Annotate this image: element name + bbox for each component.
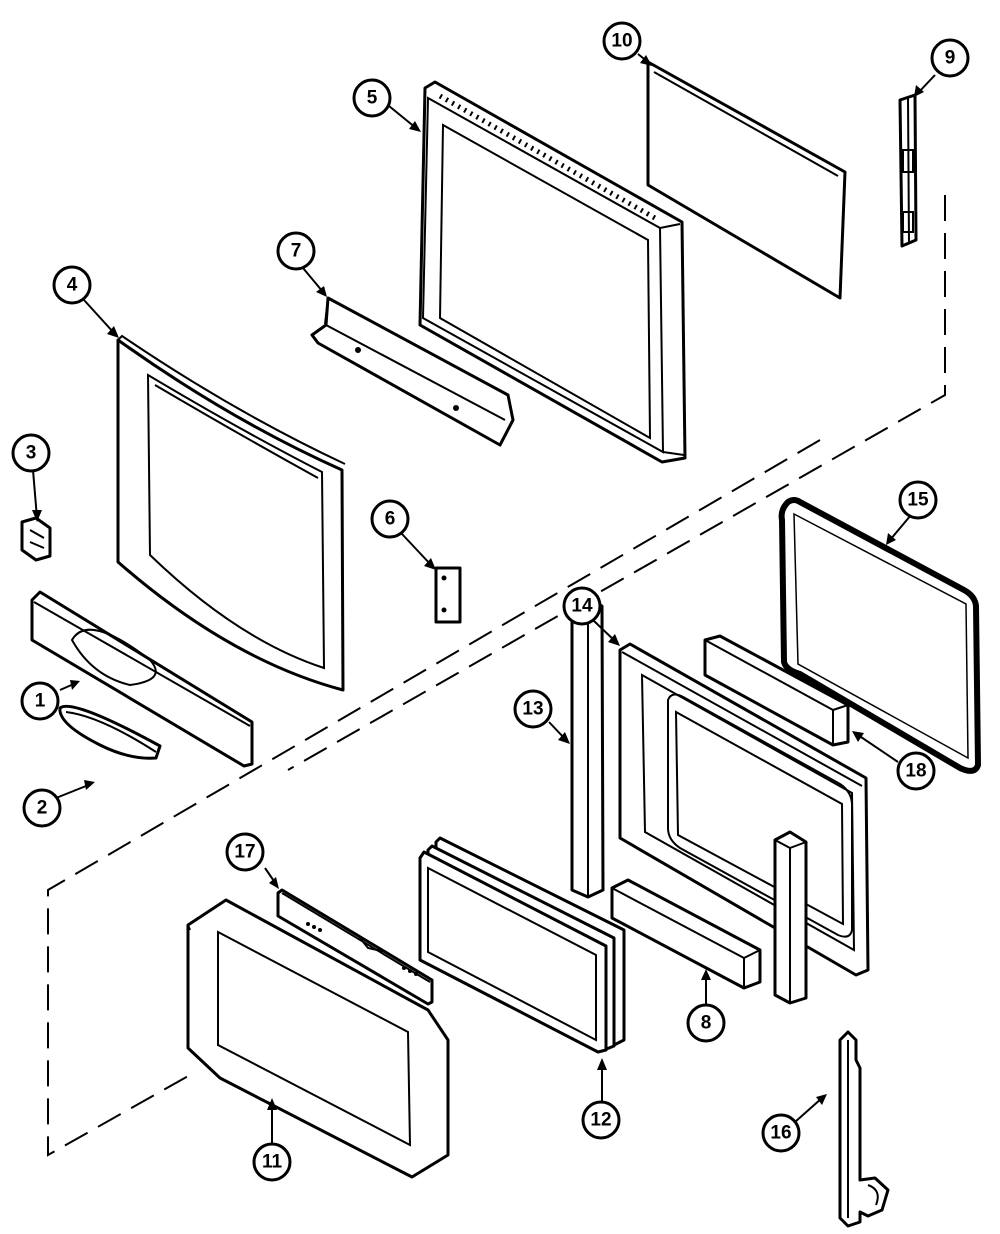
callout-9-label: 9	[945, 48, 956, 69]
callout-1: 1	[20, 681, 60, 721]
part-18-insulation-block	[703, 634, 850, 747]
part-6-plate	[434, 566, 462, 624]
lower-divider-line	[47, 439, 821, 1157]
callout-3: 3	[11, 433, 51, 473]
callout-17: 17	[225, 832, 265, 872]
callout-9: 9	[930, 38, 970, 78]
assembly-divider-lines	[47, 195, 946, 1157]
callout-7-label: 7	[291, 241, 302, 262]
callout-13: 13	[513, 689, 553, 729]
callout-1-label: 1	[35, 691, 46, 712]
callout-3-label: 3	[26, 443, 37, 464]
callout-16-label: 16	[770, 1123, 791, 1144]
leader-lines	[32, 53, 936, 1143]
callout-18: 18	[896, 751, 936, 791]
part-7-bracket	[310, 296, 515, 447]
callout-14-label: 14	[571, 596, 593, 617]
part-13-insulation-strip	[570, 596, 605, 899]
part-10-glass-panel	[646, 60, 847, 300]
part-17-vent-plate	[276, 888, 434, 1006]
callout-4: 4	[52, 265, 92, 305]
callout-14: 14	[562, 586, 602, 626]
callout-5-label: 5	[367, 88, 378, 109]
callout-8: 8	[686, 1003, 726, 1043]
callout-8-label: 8	[701, 1013, 712, 1034]
callout-2: 2	[22, 788, 62, 828]
callout-10: 10	[602, 21, 642, 61]
callout-7: 7	[276, 231, 316, 271]
callout-11: 11	[252, 1142, 292, 1182]
callout-15: 15	[898, 480, 938, 520]
part-15-gasket	[778, 497, 982, 774]
upper-divider-line	[287, 195, 946, 771]
part-16-hinge-arm	[838, 1030, 890, 1228]
callout-6-label: 6	[385, 509, 396, 530]
callout-6: 6	[370, 499, 410, 539]
callout-15-label: 15	[907, 490, 929, 511]
callout-12-label: 12	[590, 1110, 611, 1131]
callout-4-label: 4	[67, 275, 78, 296]
part-3-clip	[20, 516, 52, 562]
callout-18-label: 18	[905, 761, 926, 782]
callout-16: 16	[761, 1113, 801, 1153]
callout-11-label: 11	[262, 1152, 283, 1173]
callout-17-label: 17	[234, 842, 255, 863]
callout-2-label: 2	[37, 798, 48, 819]
part-1-handle-trim	[30, 590, 254, 768]
callout-5: 5	[352, 78, 392, 118]
part-5-door-frame	[418, 80, 687, 464]
part-12-glass-pack	[418, 836, 626, 1054]
part-9-hinge-channel	[898, 93, 918, 248]
callout-13-label: 13	[522, 699, 543, 720]
part-2-handle-insert	[58, 704, 162, 760]
part-4-outer-door-panel	[116, 334, 346, 692]
callout-12: 12	[581, 1100, 621, 1140]
part-11-outer-glass-frame	[186, 898, 450, 1179]
part-8-insulation-block	[610, 878, 762, 990]
part-13b-insulation-strip	[773, 830, 808, 1005]
callout-10-label: 10	[611, 31, 632, 52]
